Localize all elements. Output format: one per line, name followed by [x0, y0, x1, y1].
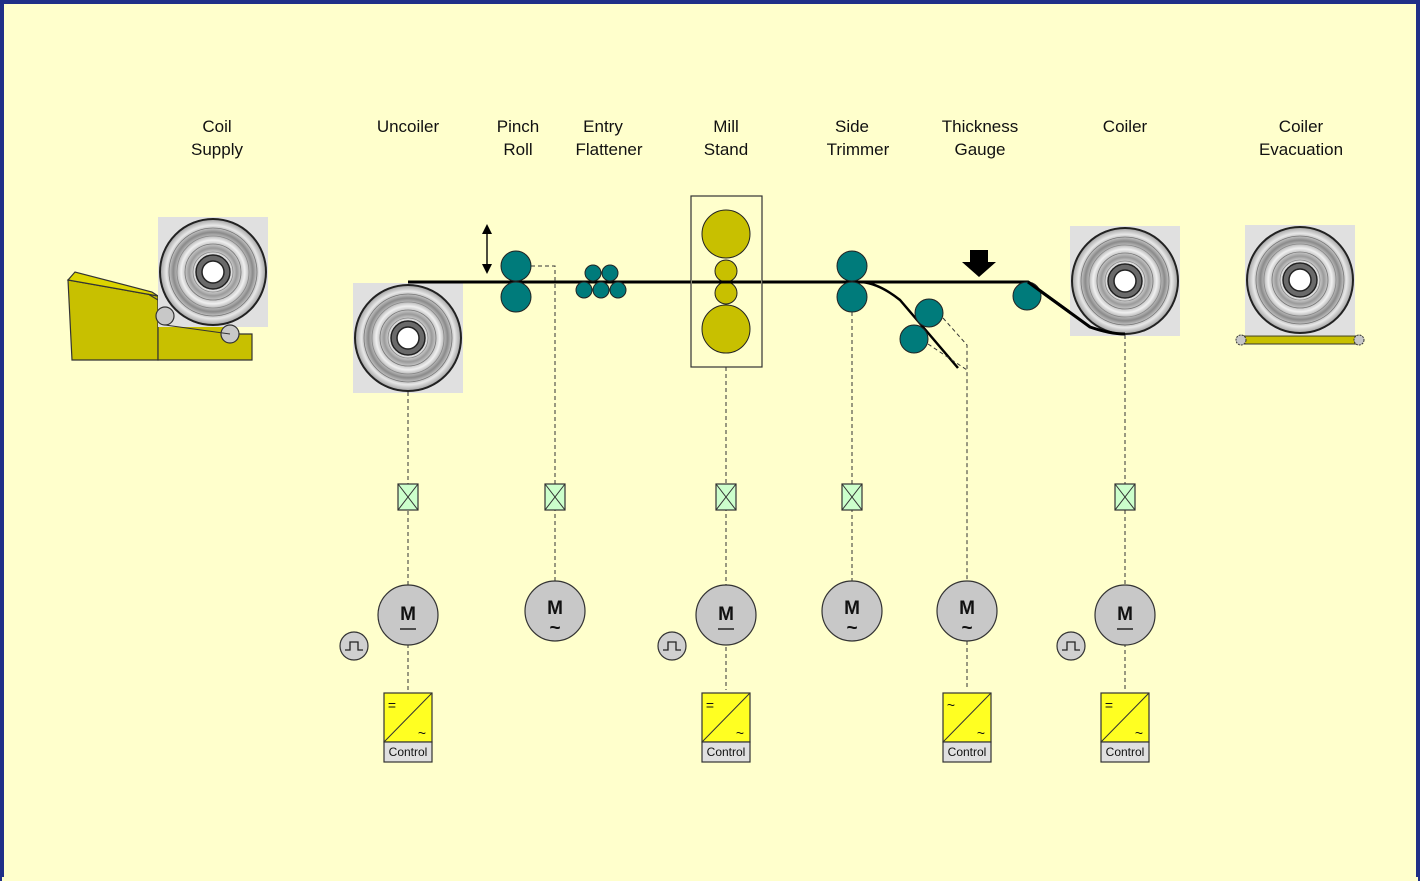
- motor-icon: [377, 584, 439, 646]
- label-coil-supply-1: Coil: [202, 117, 231, 136]
- motor-icon: [695, 584, 757, 646]
- breaker-icon: [544, 483, 566, 511]
- strip-branch: [861, 280, 959, 369]
- label-coil-supply-2: Supply: [191, 140, 243, 159]
- label-mill-stand-1: Mill: [713, 117, 739, 136]
- flattener-rolls-icon: [575, 264, 627, 299]
- coiler-evacuation-machine: [1235, 224, 1365, 346]
- motor-icon: [1094, 584, 1156, 646]
- label-entry-flattener-1: Entry: [583, 117, 623, 136]
- breaker-icon: [841, 483, 863, 511]
- station-labels: Coil Supply Uncoiler Pinch Roll Entry Fl…: [191, 117, 1343, 159]
- motor-icon: [821, 580, 883, 642]
- control-label: Control: [1106, 745, 1145, 759]
- converter-ac-in: ~: [947, 697, 955, 713]
- label-coiler: Coiler: [1103, 117, 1148, 136]
- motor-icon: [524, 580, 586, 642]
- motor-ac-symbol: ~: [846, 618, 857, 639]
- breaker-icon: [1114, 483, 1136, 511]
- deflector-roll-icon: [1012, 281, 1042, 311]
- label-pinch-roll-2: Roll: [503, 140, 532, 159]
- label-side-trimmer-1: Side: [835, 117, 869, 136]
- pinch-roll-icon: [482, 224, 556, 486]
- label-thickness-gauge-2: Gauge: [954, 140, 1005, 159]
- motor-ac-symbol: ~: [549, 618, 560, 639]
- motor-letter: M: [844, 598, 860, 619]
- label-thickness-gauge-1: Thickness: [942, 117, 1019, 136]
- encoder-icon: [339, 631, 369, 661]
- side-trimmer-rolls-icon: [836, 250, 968, 585]
- motor-letter: M: [718, 604, 734, 625]
- converter-ac: ~: [1135, 725, 1143, 741]
- converter-ac: ~: [418, 725, 426, 741]
- converter-dc: =: [706, 697, 714, 713]
- converter-ac: ~: [977, 725, 985, 741]
- motor-letter: M: [547, 598, 563, 619]
- label-pinch-roll-1: Pinch: [497, 117, 540, 136]
- motor-side-trimmer: M ~: [821, 580, 883, 642]
- label-entry-flattener-2: Flattener: [575, 140, 642, 159]
- mill-stand-icon: [690, 195, 763, 368]
- motor-coiler: M: [1094, 584, 1156, 646]
- converter-dc: =: [1105, 697, 1113, 713]
- converter-dc: =: [388, 697, 396, 713]
- motor-ac-symbol: ~: [961, 618, 972, 639]
- coiler-coil-icon: [1069, 225, 1181, 337]
- control-label: Control: [389, 745, 428, 759]
- encoder-icon: [657, 631, 687, 661]
- label-coiler-evacuation-1: Coiler: [1279, 117, 1324, 136]
- motor-pinch-roll: M ~: [524, 580, 586, 642]
- breaker-icon: [715, 483, 737, 511]
- uncoiler-coil-icon: [352, 282, 464, 394]
- label-uncoiler: Uncoiler: [377, 117, 440, 136]
- coil-supply-machine: [66, 216, 269, 361]
- motor-icon: [936, 580, 998, 642]
- motor-letter: M: [400, 604, 416, 625]
- encoder-icon: [1056, 631, 1086, 661]
- converter-uncoiler: = ~ Control: [383, 692, 433, 763]
- thickness-gauge-arrow-icon: [962, 250, 996, 277]
- evacuation-coil-icon: [1244, 224, 1356, 336]
- coil-icon: [157, 216, 269, 328]
- label-coiler-evacuation-2: Evacuation: [1259, 140, 1343, 159]
- motor-thickness-gauge: M ~: [936, 580, 998, 642]
- motor-letter: M: [959, 598, 975, 619]
- control-label: Control: [707, 745, 746, 759]
- motor-mill-stand: M: [695, 584, 757, 646]
- converter-coiler: = ~ Control: [1100, 692, 1150, 763]
- converter-mill-stand: = ~ Control: [701, 692, 751, 763]
- breaker-icon: [397, 483, 419, 511]
- label-side-trimmer-2: Trimmer: [827, 140, 890, 159]
- motor-letter: M: [1117, 604, 1133, 625]
- motor-uncoiler: M: [377, 584, 439, 646]
- converter-thickness-gauge: ~ ~ Control: [942, 692, 992, 763]
- control-label: Control: [948, 745, 987, 759]
- label-mill-stand-2: Stand: [704, 140, 748, 159]
- converter-ac: ~: [736, 725, 744, 741]
